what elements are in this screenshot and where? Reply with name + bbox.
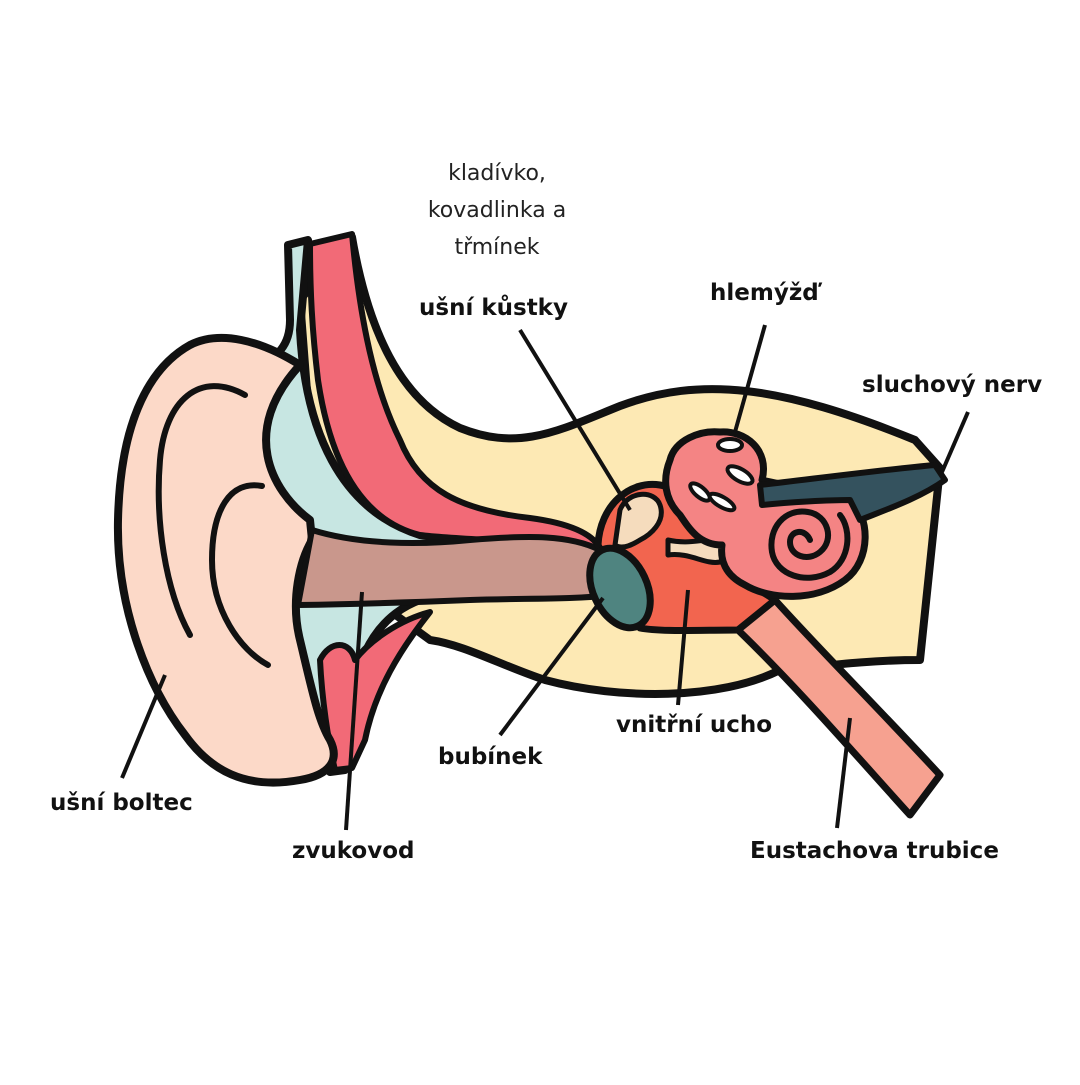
label-canal: zvukovod (292, 838, 415, 864)
eardrum-shape (586, 544, 654, 632)
label-cochlea: hlemýžď (710, 280, 819, 306)
label-pinna: ušní boltec (50, 790, 193, 816)
leader-ossicles (518, 328, 632, 512)
leader-eardrum (498, 596, 605, 737)
eustachian-tube-shape (734, 596, 944, 819)
pinna-fold-inner (208, 482, 271, 668)
leader-canal (344, 591, 364, 831)
ear-canal-shape (295, 527, 615, 608)
label-eardrum: bubínek (438, 744, 543, 770)
canal-hole-top (716, 437, 744, 453)
leader-cochlea (733, 324, 767, 433)
canal-hole-low (707, 491, 737, 513)
label-eustachian: Eustachova trubice (750, 838, 999, 864)
ossicles-note-line-1: kladívko, (448, 161, 546, 186)
ossicles-note-line-3: třmínek (454, 235, 540, 260)
label-ossicles: ušní kůstky (419, 295, 568, 321)
auditory-nerve-shape (757, 462, 948, 523)
leader-pinna (120, 674, 167, 779)
leader-inner-ear (676, 589, 690, 706)
label-inner-ear: vnitřní ucho (616, 712, 773, 738)
leader-eustachian (835, 717, 852, 829)
canal-hole-mid (725, 464, 755, 486)
ossicles-note-line-2: kovadlinka a (427, 198, 567, 223)
cochlea-spiral (768, 508, 851, 581)
label-nerve: sluchový nerv (862, 372, 1043, 398)
ossicles-note: kladívko, kovadlinka a třmínek (397, 155, 597, 266)
leader-nerve (940, 411, 970, 473)
pinna-fold-outer (155, 383, 248, 638)
